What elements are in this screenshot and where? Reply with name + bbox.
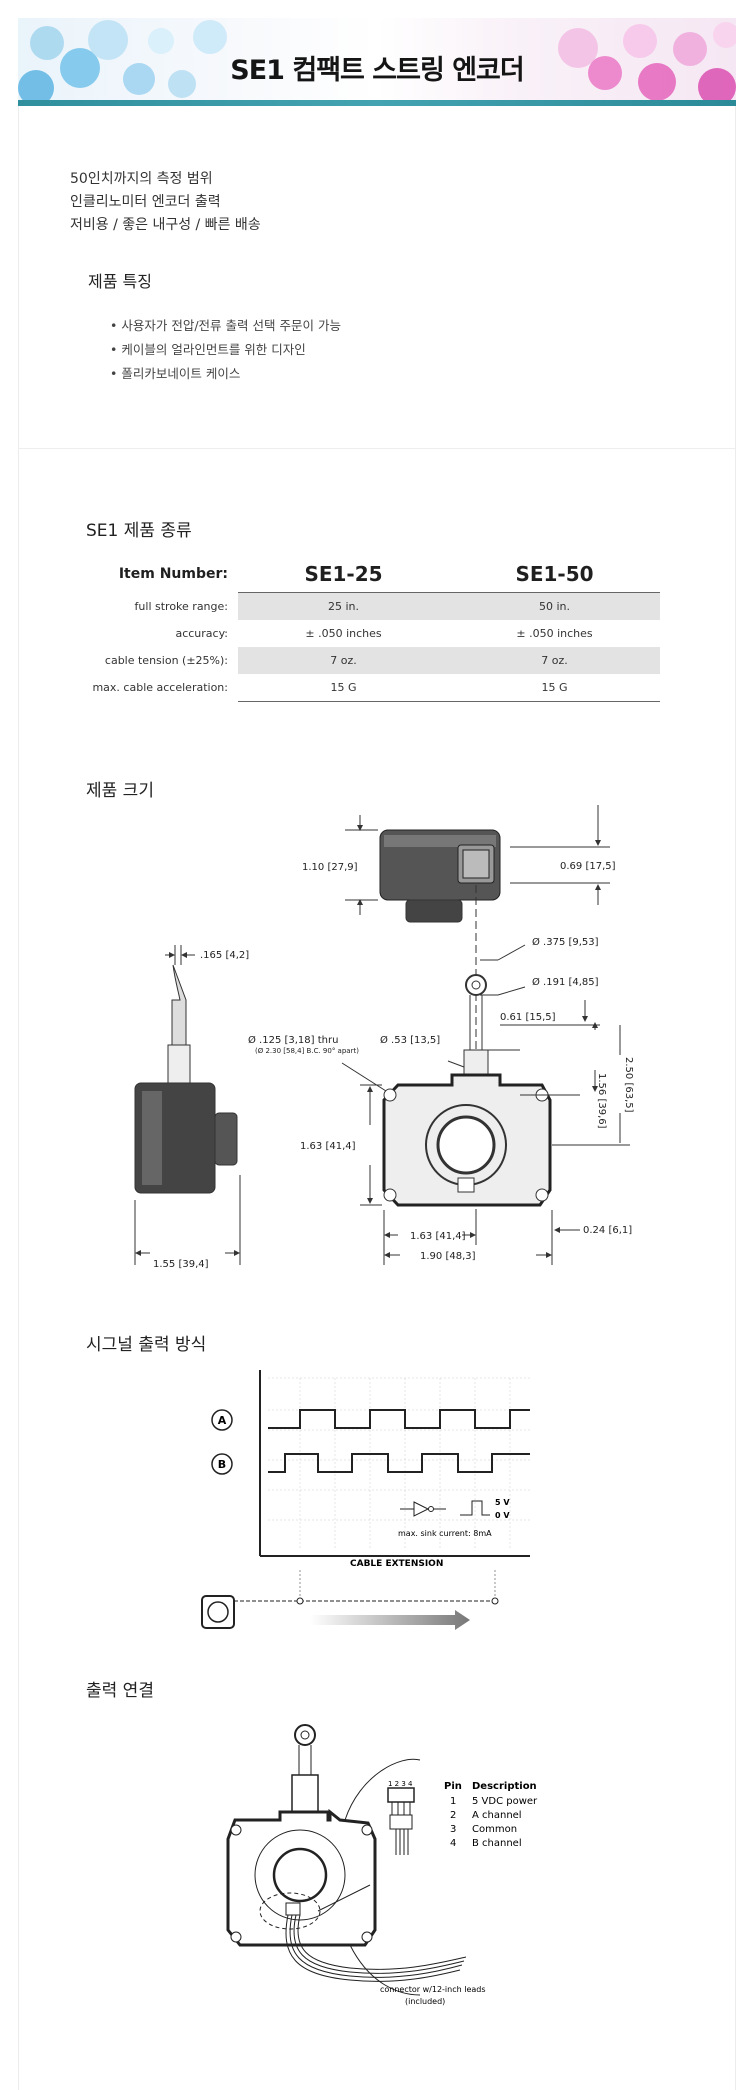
row-label: cable tension (±25%): bbox=[104, 654, 228, 667]
pin-number: 1 bbox=[450, 1796, 456, 1807]
dim-label: 1.63 [41,4] bbox=[300, 1141, 356, 1152]
connection-diagram: 1 2 3 4 Pin Description 1 5 VDC power 2 … bbox=[226, 1724, 538, 2006]
sink-current: max. sink current: 8mA bbox=[398, 1529, 492, 1538]
pin-number: 2 bbox=[450, 1810, 456, 1821]
dim-label: Ø .53 [13,5] bbox=[380, 1034, 440, 1046]
table-cell: ± .050 inches bbox=[516, 627, 593, 640]
dim-label: Ø .375 [9,53] bbox=[532, 936, 599, 948]
dim-label: 1.10 [27,9] bbox=[302, 862, 358, 873]
features-title: 제품 특징 bbox=[88, 272, 152, 291]
models-title: SE1 제품 종류 bbox=[86, 521, 192, 541]
dim-label: .165 [4,2] bbox=[200, 950, 249, 961]
channel-b-label: B bbox=[218, 1458, 226, 1471]
dim-label: 0.69 [17,5] bbox=[560, 861, 616, 872]
row-label: max. cable acceleration: bbox=[92, 681, 228, 695]
pin-number: 4 bbox=[450, 1838, 456, 1849]
dim-label: 0.61 [15,5] bbox=[500, 1012, 556, 1023]
table-cell: 50 in. bbox=[449, 592, 660, 620]
feature-item: 사용자가 전압/전류 출력 선택 주문이 가능 bbox=[110, 314, 341, 338]
table-cell: 15 G bbox=[449, 674, 660, 702]
table-row: accuracy: ± .050 inches ± .050 inches bbox=[80, 620, 660, 647]
table-cell: 25 in. bbox=[238, 592, 449, 620]
column-header: SE1-50 bbox=[449, 558, 660, 593]
axis-label: CABLE EXTENSION bbox=[350, 1559, 443, 1569]
signal-title: 시그널 출력 방식 bbox=[86, 1335, 207, 1355]
dim-label: Ø .125 [3,18] thru bbox=[248, 1034, 338, 1046]
dim-label: 1.63 [41,4] bbox=[410, 1231, 466, 1242]
intro-line: 50인치까지의 측정 범위 bbox=[70, 171, 213, 187]
feature-item: 폴리카보네이트 케이스 bbox=[110, 362, 341, 386]
pin-header: Pin bbox=[444, 1781, 462, 1792]
feature-item: 케이블의 얼라인먼트를 위한 디자인 bbox=[110, 338, 341, 362]
row-label: full stroke range: bbox=[134, 599, 228, 613]
column-header: SE1-25 bbox=[238, 558, 449, 593]
dim-label: 1.56 [39,6] bbox=[596, 1073, 607, 1129]
table-row: cable tension (±25%): 7 oz. 7 oz. bbox=[80, 647, 660, 674]
item-number-label: Item Number: bbox=[118, 566, 228, 583]
dim-label: (Ø 2.30 [58,4] B.C. 90° apart) bbox=[255, 1047, 359, 1055]
banner-stripe bbox=[18, 100, 736, 106]
title-banner: SE1 컴팩트 스트링 엔코더 bbox=[18, 18, 736, 106]
intro-section bbox=[18, 106, 736, 449]
description-header: Description bbox=[472, 1781, 537, 1792]
intro-lines: 50인치까지의 측정 범위 인클리노미터 엔코더 출력 저비용 / 좋은 내구성… bbox=[70, 168, 261, 237]
features-list: 사용자가 전압/전류 출력 선택 주문이 가능 케이블의 얼라인먼트를 위한 디… bbox=[110, 314, 341, 386]
connector-note: (included) bbox=[405, 1997, 445, 2006]
banner-title: SE1 컴팩트 스트링 엔코더 bbox=[230, 55, 524, 86]
dim-label: 1.55 [39,4] bbox=[153, 1259, 209, 1270]
intro-line: 인클리노미터 엔코더 출력 bbox=[70, 194, 221, 210]
dimension-drawing: 1.10 [27,9] 0.69 [17,5] .165 [4,2] Ø .37… bbox=[134, 805, 634, 1270]
pin-description: B channel bbox=[472, 1838, 522, 1849]
pin-numbers: 1 2 3 4 bbox=[388, 1780, 413, 1788]
table-cell: 15 G bbox=[238, 674, 449, 702]
page-frame bbox=[18, 18, 736, 2090]
signal-diagram: A B 5 V 0 V max. sink current: 8mA CABLE… bbox=[201, 1370, 530, 1630]
connector-note: connector w/12-inch leads bbox=[380, 1985, 486, 1994]
pin-description: A channel bbox=[472, 1810, 522, 1821]
table-cell: 7 oz. bbox=[449, 647, 660, 674]
spec-table: Item Number: SE1-25 SE1-50 full stroke r… bbox=[80, 558, 660, 702]
table-cell: 7 oz. bbox=[238, 647, 449, 674]
voltage-low: 0 V bbox=[495, 1511, 510, 1520]
dim-label: 2.50 [63,5] bbox=[623, 1057, 634, 1113]
table-cell: ± .050 inches bbox=[305, 627, 382, 640]
row-label: accuracy: bbox=[175, 627, 228, 640]
dimensions-title: 제품 크기 bbox=[86, 781, 154, 801]
dim-label: 0.24 [6,1] bbox=[583, 1225, 632, 1236]
connection-title: 출력 연결 bbox=[86, 1681, 154, 1701]
table-row: full stroke range: 25 in. 50 in. bbox=[80, 592, 660, 620]
dim-label: 1.90 [48,3] bbox=[420, 1251, 476, 1262]
pin-description: 5 VDC power bbox=[472, 1796, 538, 1807]
intro-line: 저비용 / 좋은 내구성 / 빠른 배송 bbox=[70, 217, 261, 233]
pin-number: 3 bbox=[450, 1824, 456, 1835]
dim-label: Ø .191 [4,85] bbox=[532, 976, 599, 988]
channel-a-label: A bbox=[218, 1414, 227, 1427]
pin-description: Common bbox=[472, 1824, 517, 1835]
voltage-high: 5 V bbox=[495, 1498, 510, 1507]
table-row: max. cable acceleration: 15 G 15 G bbox=[80, 674, 660, 702]
